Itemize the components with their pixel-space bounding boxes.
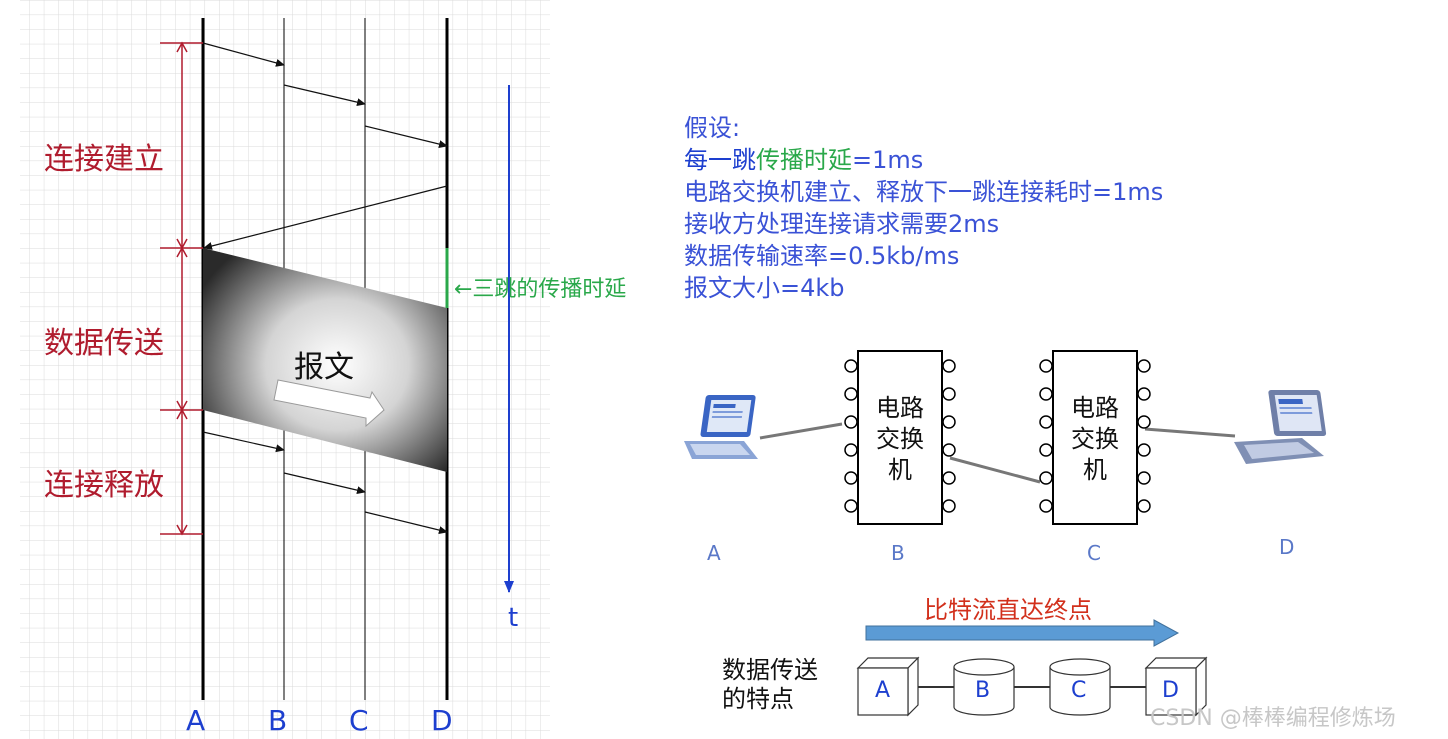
phase-release-label: 连接释放	[44, 468, 164, 503]
release-arrow-cd	[364, 511, 448, 534]
setup-arrow-ab	[202, 42, 285, 67]
ack-arrow-da	[203, 185, 448, 250]
assumption-line4: 数据传输速率=0.5kb/ms	[684, 242, 960, 270]
setup-arrow-bc	[283, 84, 366, 107]
assumption-line5: 报文大小=4kb	[684, 274, 845, 302]
link-a-b	[759, 422, 843, 440]
switch-b-label: 电路交换机	[876, 394, 924, 484]
node-label-A: A	[186, 704, 206, 737]
node-cylinder-c	[1049, 658, 1111, 716]
network-label-a: A	[707, 541, 721, 565]
feature-title: 数据传送 的特点	[722, 656, 818, 713]
node-cube-d	[1144, 656, 1208, 717]
feature-node-c: C	[1071, 678, 1087, 703]
time-axis-label: t	[508, 603, 519, 633]
propagation-note: ←三跳的传播时延	[454, 277, 627, 302]
phase-brackets	[160, 41, 203, 536]
feature-node-a: A	[875, 678, 891, 703]
phase-transfer-label: 数据传送	[44, 326, 164, 361]
switch-b	[844, 350, 956, 525]
bitstream-arrow	[865, 619, 1180, 647]
feature-node-b: B	[975, 678, 991, 703]
laptop-a-icon	[684, 395, 758, 459]
release-arrow-bc	[283, 472, 366, 495]
bitstream-label: 比特流直达终点	[924, 596, 1092, 624]
link-c-d	[1144, 427, 1236, 438]
release-arrow-ab	[202, 431, 285, 453]
message-label: 报文	[294, 350, 354, 385]
laptop-d-icon	[1234, 390, 1327, 464]
assumption-line1: 每一跳传播时延=1ms	[684, 146, 924, 174]
node-cube-a	[856, 656, 920, 717]
feature-chain	[856, 656, 1208, 717]
switch-c-label: 电路交换机	[1071, 394, 1119, 484]
network-label-d: D	[1279, 535, 1295, 559]
assumption-title: 假设:	[684, 114, 741, 142]
link-b-c	[949, 456, 1041, 484]
message-block	[203, 248, 447, 472]
node-label-B: B	[268, 704, 288, 737]
assumption-line3: 接收方处理连接请求需要2ms	[684, 210, 1000, 238]
message-direction-arrow	[273, 379, 385, 428]
assumptions: 假设: 每一跳传播时延=1ms 电路交换机建立、释放下一跳连接耗时=1ms 接收…	[684, 112, 1163, 304]
setup-arrow-cd	[364, 125, 448, 148]
switch-c	[1039, 350, 1151, 525]
node-cylinder-b	[953, 658, 1015, 716]
network-label-c: C	[1087, 541, 1101, 565]
network-diagram	[684, 350, 1327, 525]
assumption-line2: 电路交换机建立、释放下一跳连接耗时=1ms	[684, 178, 1164, 206]
network-label-b: B	[891, 541, 905, 565]
timing-diagram	[20, 0, 550, 739]
phase-connect-label: 连接建立	[44, 142, 164, 177]
node-label-C: C	[349, 704, 369, 737]
watermark: CSDN @棒棒编程修炼场	[1150, 706, 1396, 731]
node-label-D: D	[431, 704, 453, 737]
feature-node-d: D	[1162, 678, 1179, 703]
